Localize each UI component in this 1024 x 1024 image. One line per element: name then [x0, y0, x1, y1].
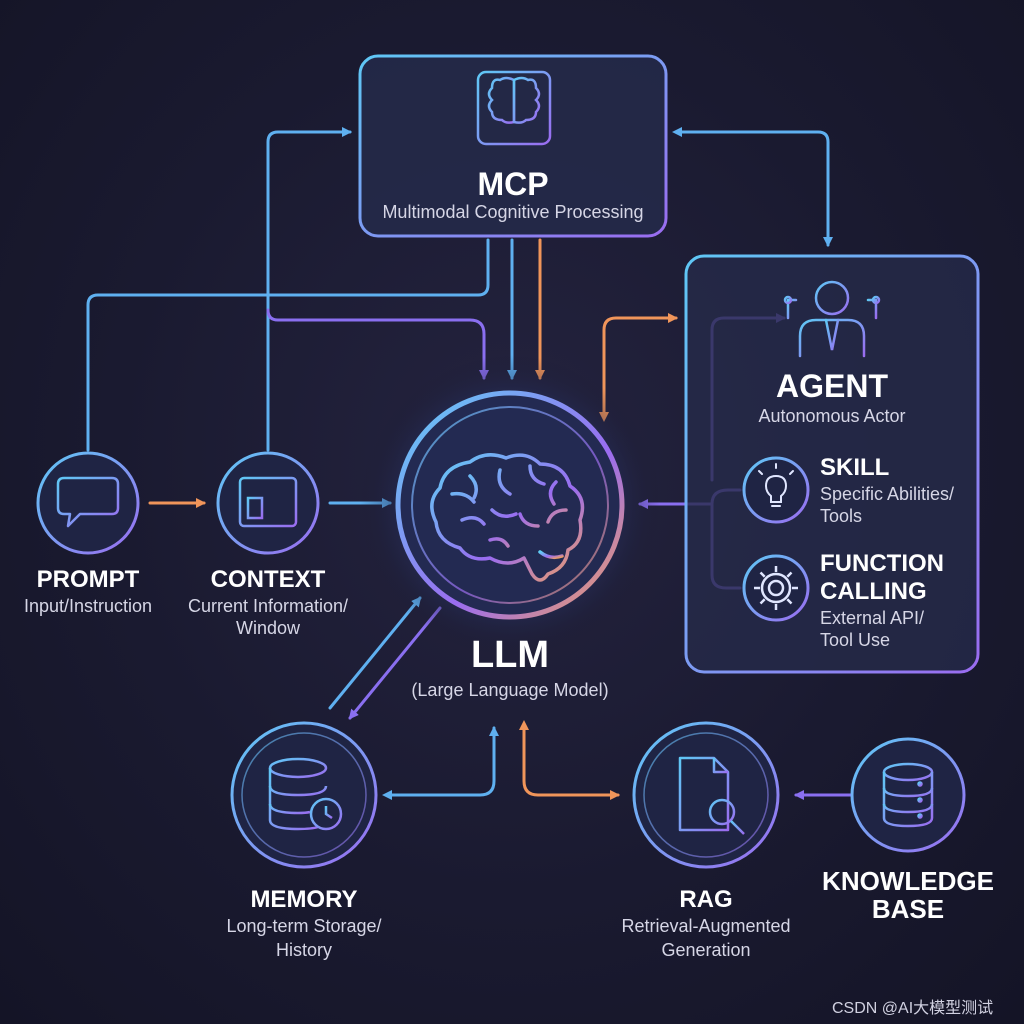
skill-subtitle-line2: Tools — [820, 506, 863, 526]
rag-subtitle-line1: Retrieval-Augmented — [621, 916, 791, 936]
function-calling-circle — [742, 554, 810, 622]
function-calling-title-line2: CALLING — [820, 578, 927, 605]
watermark: CSDN @AI大模型测试 — [832, 1000, 994, 1017]
memory-subtitle-line1: Long-term Storage/ — [226, 916, 382, 936]
connector-memory-to-llm — [328, 596, 422, 710]
skill-title: SKILL — [820, 454, 890, 481]
llm-title: LLM — [470, 634, 550, 676]
document-search-icon — [678, 756, 745, 835]
connector-mcp-agent — [672, 127, 833, 247]
rag-subtitle-line2: Generation — [661, 940, 751, 960]
knowledge-base-title-line2: BASE — [871, 894, 945, 924]
skill-circle — [742, 456, 810, 524]
llm-subtitle: (Large Language Model) — [411, 680, 609, 700]
lightbulb-icon — [758, 463, 794, 507]
connector-llm-rag — [519, 720, 620, 800]
brain-icon — [430, 453, 585, 582]
skill-subtitle-line1: Specific Abilities/ — [820, 484, 955, 504]
browser-window-icon — [238, 476, 298, 528]
mcp-subtitle: Multimodal Cognitive Processing — [382, 202, 644, 222]
llm-circle — [360, 355, 660, 655]
connector-llm-agent — [599, 313, 678, 422]
gear-icon — [754, 566, 798, 610]
memory-title: MEMORY — [250, 886, 358, 913]
memory-subtitle-line2: History — [275, 940, 332, 960]
prompt-subtitle: Input/Instruction — [23, 596, 153, 616]
prompt-title: PROMPT — [36, 566, 140, 593]
connector-context-to-mcp — [266, 127, 352, 452]
brain-circuit-icon — [468, 62, 560, 154]
context-circle — [216, 451, 320, 555]
agent-subtitle: Autonomous Actor — [758, 406, 906, 426]
knowledge-base-title-line1: KNOWLEDGE — [822, 866, 994, 896]
function-calling-subtitle-line1: External API/ — [820, 608, 925, 628]
context-subtitle-line1: Current Information/ — [187, 596, 349, 616]
database-clock-icon — [268, 757, 343, 831]
connector-prompt-to-llm — [86, 238, 490, 452]
person-network-icon — [783, 280, 881, 358]
connector-context-to-llm-top — [266, 308, 489, 380]
function-calling-subtitle-line2: Tool Use — [820, 630, 891, 650]
database-icon — [882, 762, 934, 828]
chat-bubble-icon — [56, 476, 120, 528]
connector-memory-llm-bottom — [382, 726, 499, 800]
rag-title: RAG — [679, 886, 733, 913]
function-calling-title-line1: FUNCTION — [820, 550, 944, 577]
mcp-title: MCP — [477, 166, 549, 202]
context-subtitle-line2: Window — [235, 618, 301, 638]
agent-title: AGENT — [776, 368, 888, 404]
context-title: CONTEXT — [210, 566, 326, 593]
